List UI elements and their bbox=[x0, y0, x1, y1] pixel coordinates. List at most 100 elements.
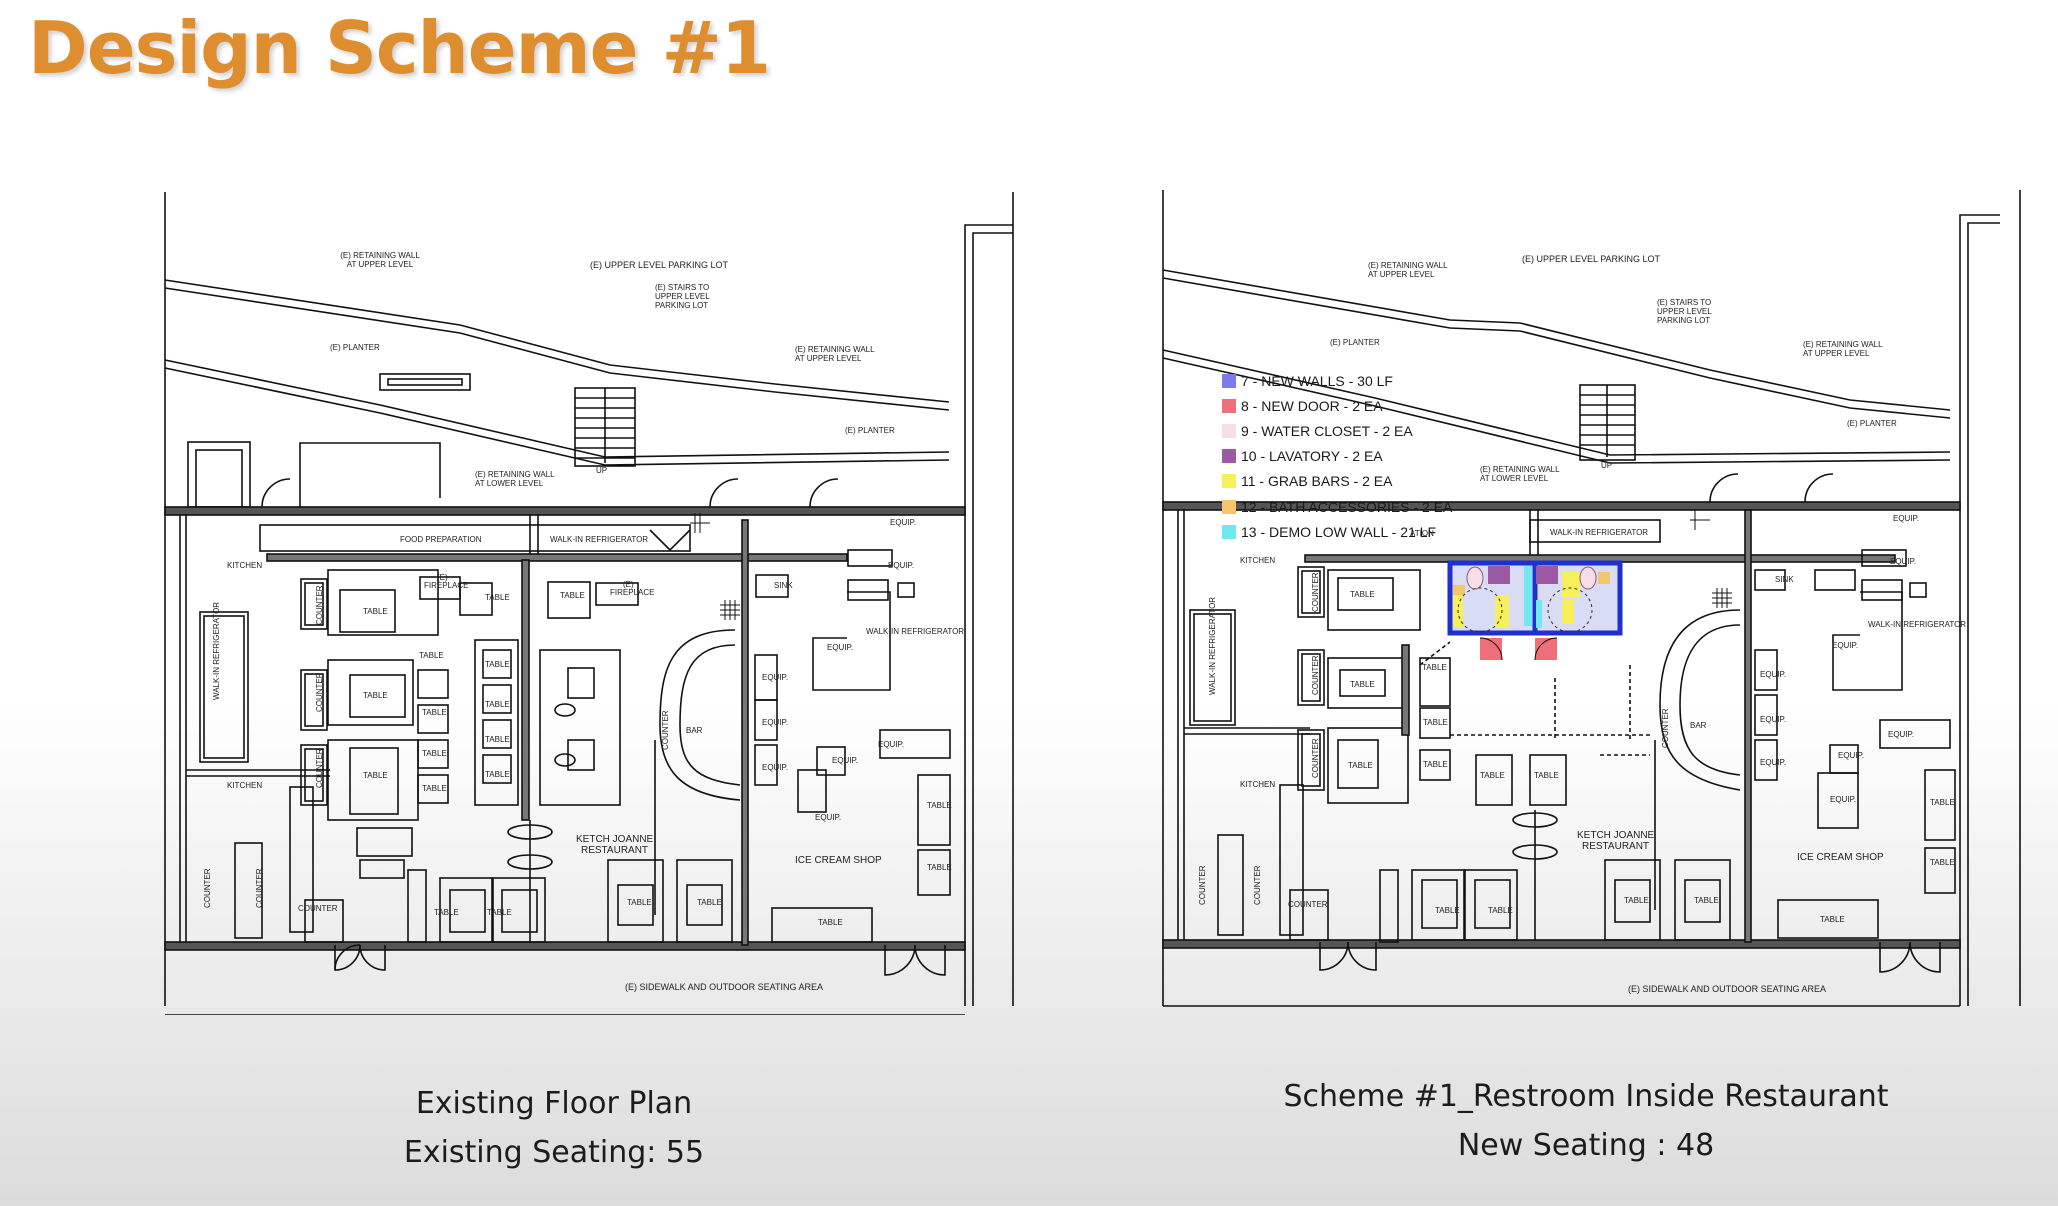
table-label: TABLE bbox=[363, 607, 388, 616]
up-label: UP bbox=[596, 466, 607, 475]
equip-label: EQUIP. bbox=[1832, 641, 1858, 650]
table-label: TABLE bbox=[1624, 896, 1649, 905]
new-seating-count: New Seating : 48 bbox=[1457, 1127, 1715, 1163]
legend-label: 13 - DEMO LOW WALL - 21 LF bbox=[1241, 523, 1437, 540]
legend-item: 11 - GRAB BARS - 2 EA bbox=[1222, 469, 1452, 494]
walk-in-refrigerator-label: WALK-IN REFRIGERATOR bbox=[1550, 528, 1648, 537]
walk-in-refrigerator-2-label: WALK-IN REFRIGERATOR bbox=[212, 602, 221, 700]
table-label: TABLE bbox=[1423, 718, 1448, 727]
legend-label: 8 - NEW DOOR - 2 EA bbox=[1241, 397, 1383, 414]
table-label: TABLE bbox=[487, 908, 512, 917]
table-label: TABLE bbox=[1694, 896, 1719, 905]
walk-in-refrigerator-3-label: WALK-IN REFRIGERATOR bbox=[1868, 620, 1966, 629]
counter-label: COUNTER bbox=[1288, 900, 1328, 909]
planter-1-label: (E) PLANTER bbox=[1330, 338, 1380, 347]
counter-label: COUNTER bbox=[255, 868, 264, 908]
equip-label: EQUIP. bbox=[1838, 751, 1864, 760]
table-label: TABLE bbox=[697, 898, 722, 907]
table-label: TABLE bbox=[818, 918, 843, 927]
legend-swatch bbox=[1222, 449, 1236, 464]
equip-label: EQUIP. bbox=[762, 763, 788, 772]
scheme-plan-caption: Scheme #1_Restroom Inside Restaurant New… bbox=[1206, 1073, 1966, 1170]
table-label: TABLE bbox=[1350, 680, 1375, 689]
table-label: TABLE bbox=[1350, 590, 1375, 599]
equip-label: EQUIP. bbox=[762, 718, 788, 727]
equip-label: EQUIP. bbox=[1890, 557, 1916, 566]
legend-item: 12 - BATH ACCESSORIES - 2 EA bbox=[1222, 494, 1452, 519]
equip-label: EQUIP. bbox=[890, 518, 916, 527]
food-prep-label: FOOD PREPARATION bbox=[400, 535, 482, 544]
table-label: TABLE bbox=[560, 591, 585, 600]
legend-item: 7 - NEW WALLS - 30 LF bbox=[1222, 368, 1452, 393]
equip-label: EQUIP. bbox=[1893, 514, 1919, 523]
planter-2-label: (E) PLANTER bbox=[1847, 419, 1897, 428]
legend-label: 11 - GRAB BARS - 2 EA bbox=[1241, 473, 1393, 490]
legend-swatch bbox=[1222, 474, 1236, 489]
equip-label: EQUIP. bbox=[1888, 730, 1914, 739]
equip-label: EQUIP. bbox=[888, 561, 914, 570]
scheme-legend: 7 - NEW WALLS - 30 LF 8 - NEW DOOR - 2 EA… bbox=[1222, 368, 1452, 544]
existing-plan-caption: Existing Floor Plan Existing Seating: 55 bbox=[174, 1080, 934, 1177]
kitchen-2-label: KITCHEN bbox=[1240, 780, 1275, 789]
counter-label: COUNTER bbox=[1311, 738, 1320, 778]
counter-label: COUNTER bbox=[315, 672, 324, 712]
table-label: TABLE bbox=[485, 700, 510, 709]
table-label: TABLE bbox=[1480, 771, 1505, 780]
equip-label: EQUIP. bbox=[1760, 715, 1786, 724]
table-label: TABLE bbox=[422, 784, 447, 793]
equip-label: EQUIP. bbox=[815, 813, 841, 822]
table-label: TABLE bbox=[419, 651, 444, 660]
kitchen-2-label: KITCHEN bbox=[227, 781, 262, 790]
counter-label: COUNTER bbox=[298, 904, 338, 913]
legend-label: 9 - WATER CLOSET - 2 EA bbox=[1241, 422, 1413, 439]
legend-swatch bbox=[1222, 499, 1236, 514]
sidewalk-label: (E) SIDEWALK AND OUTDOOR SEATING AREA bbox=[625, 982, 823, 992]
legend-label: 7 - NEW WALLS - 30 LF bbox=[1241, 372, 1393, 389]
sidewalk-label: (E) SIDEWALK AND OUTDOOR SEATING AREA bbox=[1628, 984, 1826, 994]
table-label: TABLE bbox=[485, 735, 510, 744]
sink-label: SINK bbox=[774, 581, 793, 590]
legend-label: 10 - LAVATORY - 2 EA bbox=[1241, 448, 1383, 465]
table-label: TABLE bbox=[1534, 771, 1559, 780]
ice-cream-shop-label: ICE CREAM SHOP bbox=[1797, 852, 1884, 863]
counter-label: COUNTER bbox=[315, 585, 324, 625]
fireplace-2-label: (E)FIREPLACE bbox=[610, 580, 654, 597]
legend-swatch bbox=[1222, 524, 1236, 539]
table-label: TABLE bbox=[1930, 858, 1955, 867]
legend-item: 10 - LAVATORY - 2 EA bbox=[1222, 444, 1452, 469]
table-label: TABLE bbox=[485, 770, 510, 779]
table-label: TABLE bbox=[1930, 798, 1955, 807]
counter-label: COUNTER bbox=[1311, 655, 1320, 695]
bar-label: BAR bbox=[1690, 721, 1707, 730]
legend-item: 13 - DEMO LOW WALL - 21 LF bbox=[1222, 519, 1452, 544]
food-prep-label: ATION bbox=[1410, 529, 1434, 538]
kitchen-1-label: KITCHEN bbox=[227, 561, 262, 570]
counter-label: COUNTER bbox=[315, 748, 324, 788]
legend-item: 8 - NEW DOOR - 2 EA bbox=[1222, 393, 1452, 418]
table-label: TABLE bbox=[1820, 915, 1845, 924]
planter-1-label: (E) PLANTER bbox=[330, 343, 380, 352]
equip-label: EQUIP. bbox=[1830, 795, 1856, 804]
table-label: TABLE bbox=[1488, 906, 1513, 915]
slide-title: Design Scheme #1 bbox=[28, 6, 771, 90]
table-label: TABLE bbox=[363, 771, 388, 780]
table-label: TABLE bbox=[422, 708, 447, 717]
legend-label: 12 - BATH ACCESSORIES - 2 EA bbox=[1241, 498, 1453, 515]
equip-label: EQUIP. bbox=[762, 673, 788, 682]
counter-label: COUNTER bbox=[1198, 865, 1207, 905]
table-label: TABLE bbox=[1348, 761, 1373, 770]
table-label: TABLE bbox=[434, 908, 459, 917]
up-label: UP bbox=[1601, 461, 1612, 470]
